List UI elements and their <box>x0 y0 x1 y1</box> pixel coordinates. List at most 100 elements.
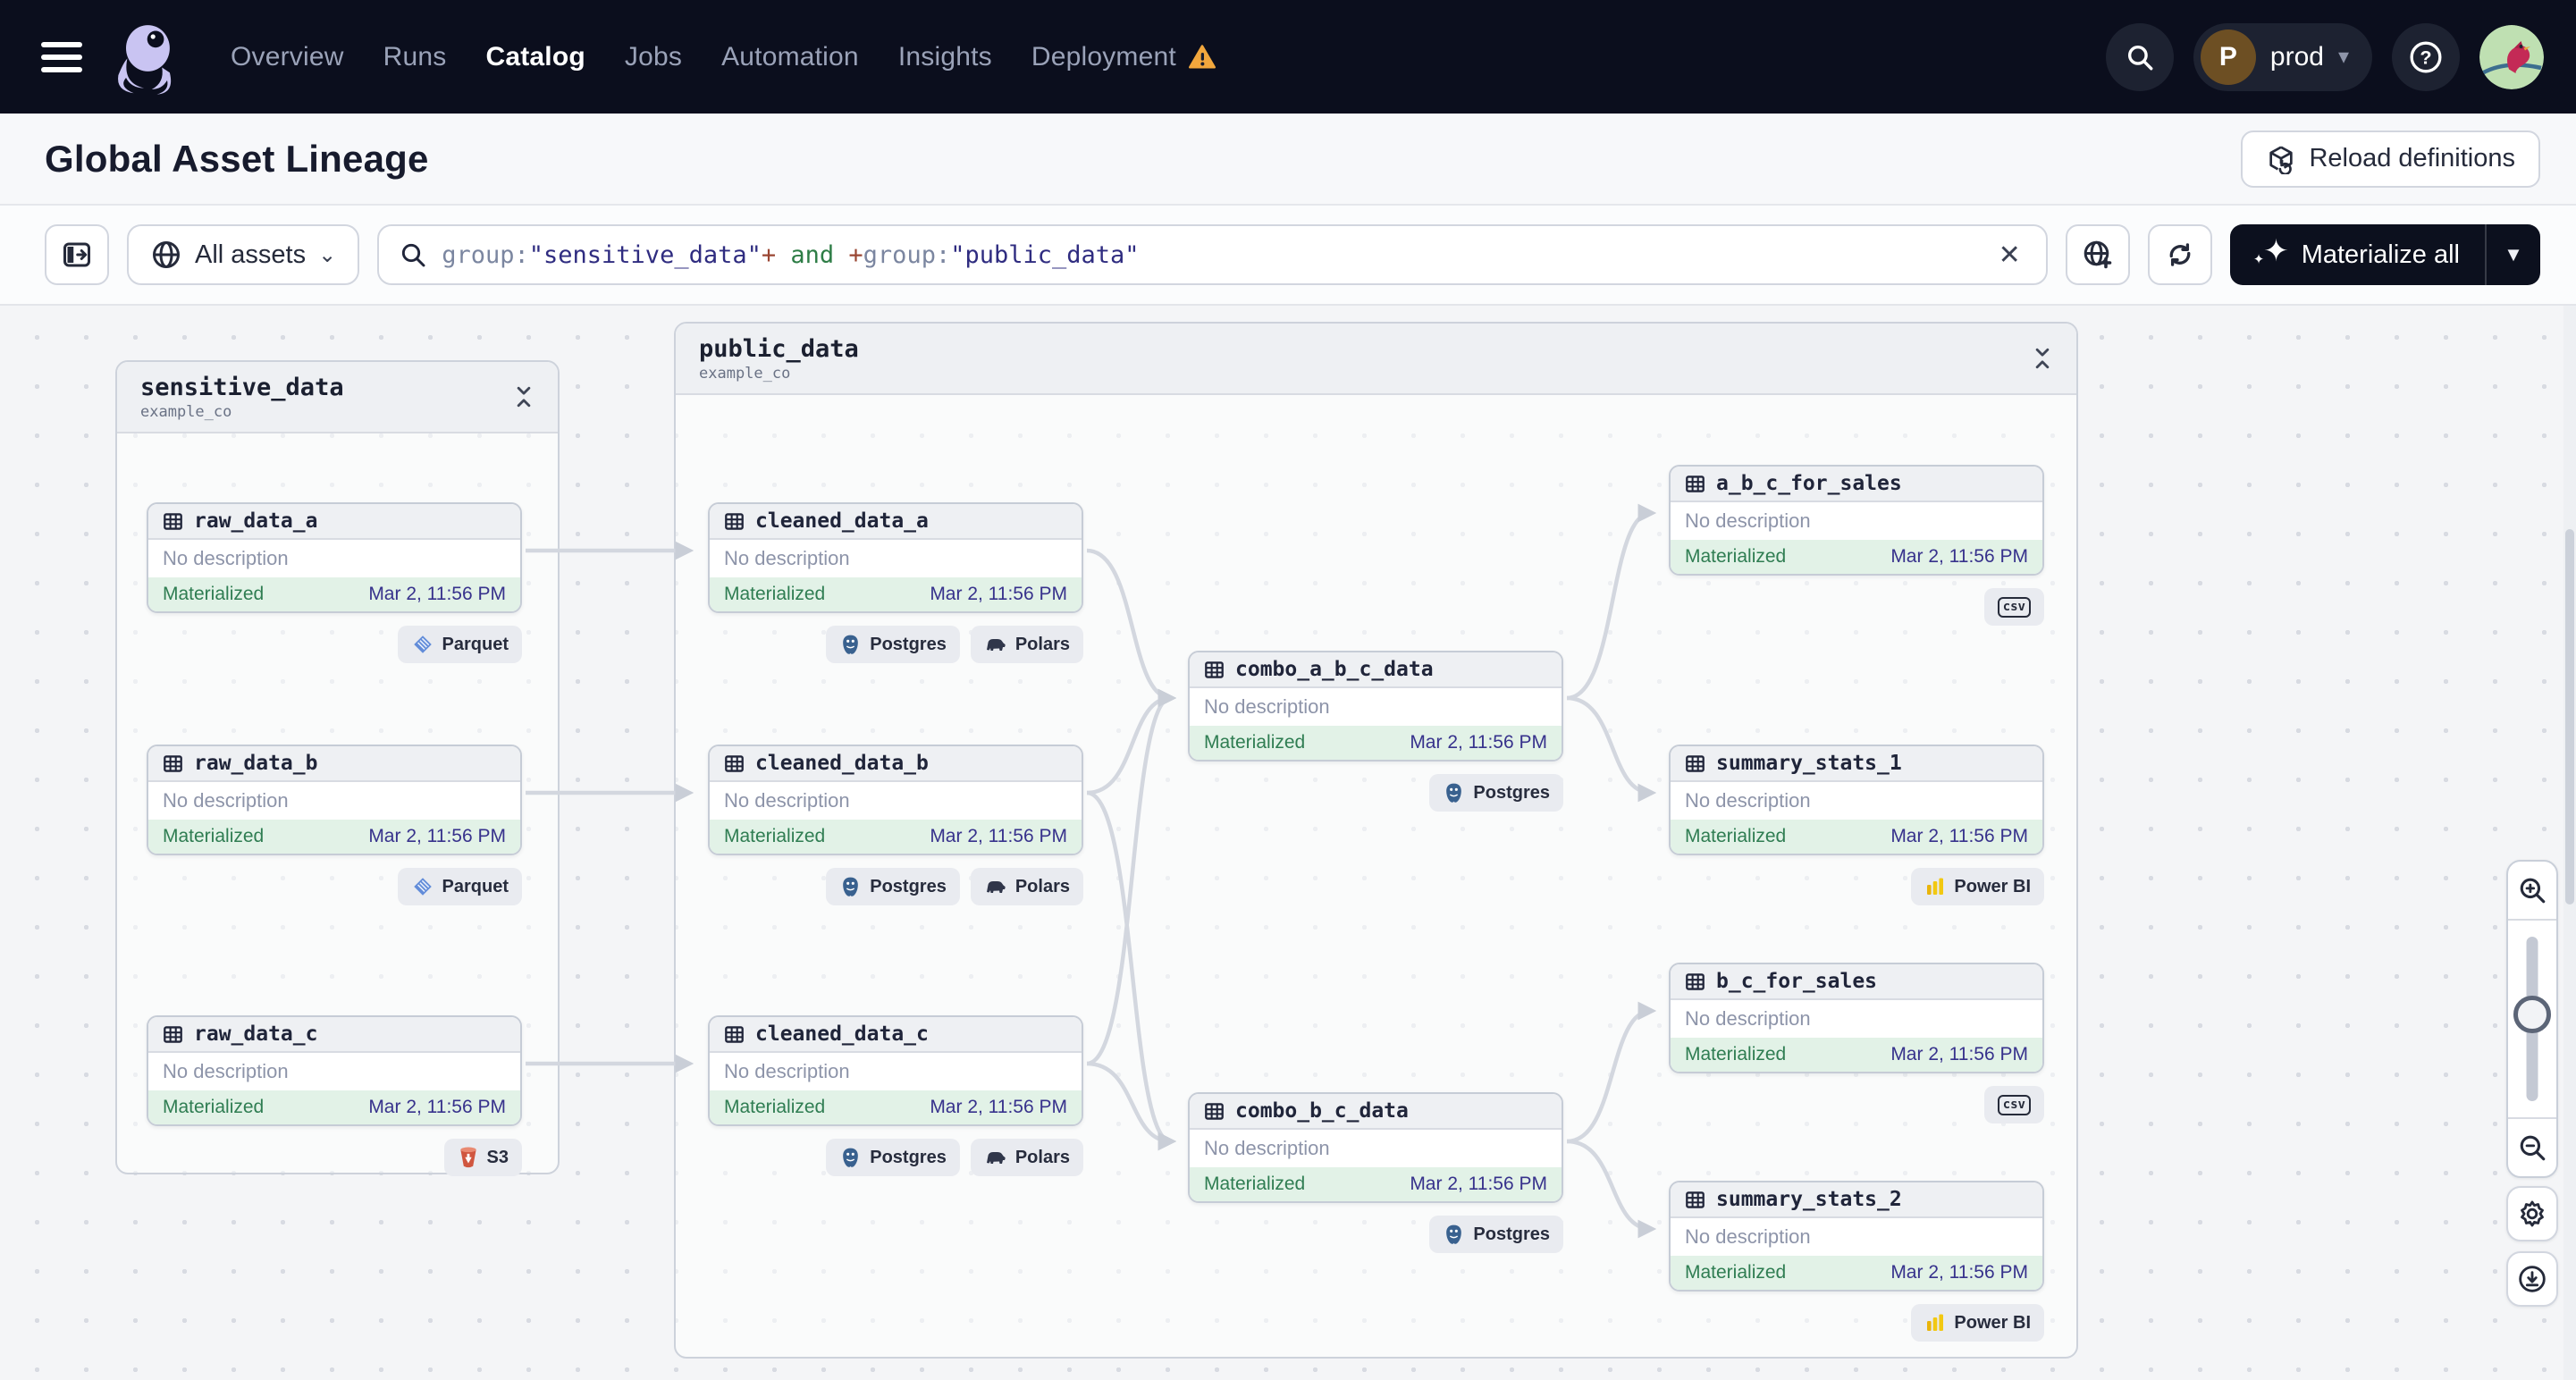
environment-switcher[interactable]: P prod ▾ <box>2193 22 2372 91</box>
asset-node-card[interactable]: summary_stats_1 No description Materiali… <box>1669 745 2044 855</box>
asset-badges: S3 <box>147 1139 522 1176</box>
open-asset-list-panel-button[interactable] <box>45 224 109 285</box>
reload-definitions-button[interactable]: Reload definitions <box>2241 130 2540 188</box>
materialize-all-button[interactable]: ✦✦ Materialize all <box>2230 224 2485 285</box>
asset-node-card[interactable]: combo_b_c_data No description Materializ… <box>1188 1092 1563 1203</box>
materialized-timestamp[interactable]: Mar 2, 11:56 PM <box>930 1097 1067 1117</box>
materialized-timestamp[interactable]: Mar 2, 11:56 PM <box>930 584 1067 604</box>
postgres-icon <box>1443 781 1465 804</box>
csv-icon: csv <box>1997 1094 2031 1115</box>
asset-node-card[interactable]: combo_a_b_c_data No description Material… <box>1188 651 1563 762</box>
refresh-button[interactable] <box>2147 224 2212 285</box>
asset-name: raw_data_b <box>194 752 318 775</box>
nav-item-jobs[interactable]: Jobs <box>624 41 683 72</box>
table-icon <box>164 754 182 772</box>
asset-node-header: summary_stats_1 <box>1671 746 2042 782</box>
query-token: "sensitive_data" <box>528 240 762 269</box>
asset-node-header: cleaned_data_b <box>710 746 1082 782</box>
materialized-timestamp[interactable]: Mar 2, 11:56 PM <box>1890 1262 2028 1283</box>
parquet-badge: Parquet <box>397 626 522 663</box>
badge-label: Postgres <box>870 1147 947 1167</box>
new-lineage-view-button[interactable] <box>2065 224 2130 285</box>
nav-item-catalog[interactable]: Catalog <box>485 41 585 72</box>
asset-node-b_c_for_sales: b_c_for_sales No description Materialize… <box>1669 963 2044 1123</box>
asset-search-input[interactable]: group:"sensitive_data"+ and +group:"publ… <box>377 224 2048 285</box>
nav-item-runs[interactable]: Runs <box>383 41 447 72</box>
asset-node-card[interactable]: cleaned_data_b No description Materializ… <box>708 745 1083 855</box>
asset-node-card[interactable]: raw_data_b No description Materialized M… <box>147 745 522 855</box>
materialized-status: Materialized <box>163 826 265 846</box>
table-icon <box>1205 661 1224 678</box>
asset-description: No description <box>710 1053 1082 1090</box>
group-header[interactable]: public_data example_co <box>676 324 2076 395</box>
powerbi-badge: Power BI <box>1911 1304 2044 1342</box>
materialized-timestamp[interactable]: Mar 2, 11:56 PM <box>368 1097 506 1117</box>
materialized-status: Materialized <box>163 1097 265 1117</box>
table-icon <box>164 512 182 530</box>
asset-node-card[interactable]: raw_data_a No description Materialized M… <box>147 502 522 613</box>
help-icon: ? <box>2410 41 2442 72</box>
table-icon <box>725 754 744 772</box>
asset-node-header: raw_data_b <box>148 746 520 782</box>
global-search-button[interactable] <box>2105 22 2174 91</box>
download-graph-button[interactable] <box>2506 1251 2558 1307</box>
table-icon <box>1686 1191 1705 1208</box>
materialize-options-caret[interactable]: ▼ <box>2485 224 2540 285</box>
polars-icon <box>984 877 1007 896</box>
lineage-toolbar: All assets ⌄ group:"sensitive_data"+ and… <box>0 206 2576 306</box>
asset-name: summary_stats_1 <box>1716 752 1902 775</box>
reload-definitions-label: Reload definitions <box>2309 144 2515 172</box>
zoom-slider-thumb[interactable] <box>2513 996 2551 1033</box>
panel-expand-icon <box>63 242 90 267</box>
asset-node-card[interactable]: b_c_for_sales No description Materialize… <box>1669 963 2044 1073</box>
csv-badge: csv <box>1983 1086 2044 1123</box>
asset-node-card[interactable]: raw_data_c No description Materialized M… <box>147 1015 522 1126</box>
materialized-timestamp[interactable]: Mar 2, 11:56 PM <box>1890 1044 2028 1064</box>
graph-settings-button[interactable] <box>2506 1186 2558 1241</box>
asset-node-a_b_c_for_sales: a_b_c_for_sales No description Materiali… <box>1669 465 2044 626</box>
parquet-icon <box>411 875 434 898</box>
dagster-logo[interactable] <box>105 13 188 102</box>
hamburger-menu-icon[interactable] <box>41 41 82 72</box>
gear-icon <box>2521 1200 2544 1227</box>
asset-name: cleaned_data_a <box>755 509 929 533</box>
lineage-graph-canvas[interactable]: sensitive_data example_co public_data ex… <box>0 306 2576 1380</box>
materialized-timestamp[interactable]: Mar 2, 11:56 PM <box>368 584 506 604</box>
help-button[interactable]: ? <box>2392 22 2460 91</box>
materialized-status: Materialized <box>724 584 826 604</box>
user-avatar[interactable] <box>2479 24 2544 89</box>
nav-item-automation[interactable]: Automation <box>721 41 859 72</box>
asset-node-card[interactable]: cleaned_data_c No description Materializ… <box>708 1015 1083 1126</box>
asset-node-card[interactable]: summary_stats_2 No description Materiali… <box>1669 1181 2044 1292</box>
collapse-group-icon[interactable] <box>513 385 535 408</box>
asset-status-row: Materialized Mar 2, 11:56 PM <box>1671 1256 2042 1290</box>
nav-item-insights[interactable]: Insights <box>897 41 992 72</box>
asset-node-card[interactable]: cleaned_data_a No description Materializ… <box>708 502 1083 613</box>
clear-search-icon[interactable]: ✕ <box>1998 240 2021 270</box>
postgres-icon <box>1443 1223 1465 1246</box>
nav-item-deployment[interactable]: Deployment <box>1031 41 1176 72</box>
asset-status-row: Materialized Mar 2, 11:56 PM <box>148 1090 520 1124</box>
scrollbar[interactable] <box>2563 306 2576 1380</box>
materialized-timestamp[interactable]: Mar 2, 11:56 PM <box>930 826 1067 846</box>
asset-node-card[interactable]: a_b_c_for_sales No description Materiali… <box>1669 465 2044 576</box>
scrollbar-thumb[interactable] <box>2565 529 2574 905</box>
collapse-group-icon[interactable] <box>2032 347 2053 370</box>
group-header[interactable]: sensitive_data example_co <box>117 362 558 433</box>
zoom-slider[interactable] <box>2508 919 2556 1119</box>
search-query-text[interactable]: group:"sensitive_data"+ and +group:"publ… <box>442 241 1978 269</box>
zoom-in-button[interactable] <box>2508 862 2556 919</box>
asset-scope-dropdown[interactable]: All assets ⌄ <box>127 224 360 285</box>
asset-node-header: summary_stats_2 <box>1671 1182 2042 1218</box>
materialized-timestamp[interactable]: Mar 2, 11:56 PM <box>368 826 506 846</box>
materialized-timestamp[interactable]: Mar 2, 11:56 PM <box>1410 1174 1547 1194</box>
postgres-badge: Postgres <box>826 868 960 905</box>
zoom-out-button[interactable] <box>2508 1119 2556 1176</box>
nav-item-overview[interactable]: Overview <box>231 41 344 72</box>
materialized-timestamp[interactable]: Mar 2, 11:56 PM <box>1890 826 2028 846</box>
asset-node-summary_stats_2: summary_stats_2 No description Materiali… <box>1669 1181 2044 1342</box>
s3-icon <box>458 1146 479 1169</box>
materialized-timestamp[interactable]: Mar 2, 11:56 PM <box>1410 732 1547 753</box>
materialized-timestamp[interactable]: Mar 2, 11:56 PM <box>1890 546 2028 567</box>
asset-status-row: Materialized Mar 2, 11:56 PM <box>1671 1038 2042 1072</box>
